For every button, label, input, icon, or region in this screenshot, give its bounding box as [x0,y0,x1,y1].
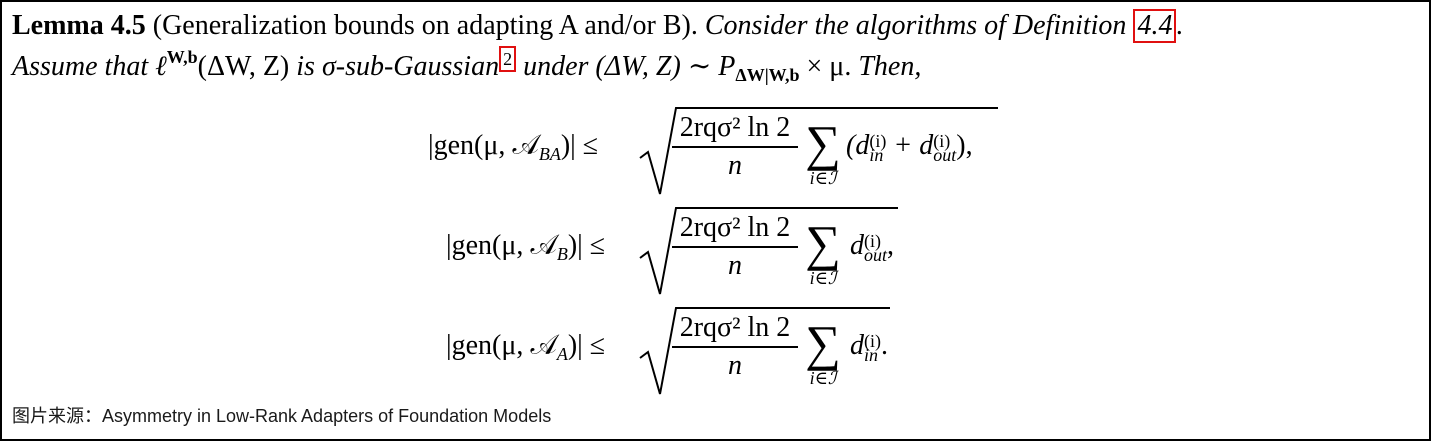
fraction-numerator: 2rqσ² ln 2 [679,212,791,243]
then-text: Then, [858,51,922,82]
eq-fraction: 2rqσ² ln 2 n [672,312,798,382]
eq-term: (d(i)in + d(i)out), [846,130,973,165]
definition-ref[interactable]: 4.4 [1137,10,1173,41]
dist-tail: × μ. [806,51,852,82]
footnote-ref[interactable]: 2 [503,49,513,69]
loss-args: (ΔW, Z) [197,51,290,82]
sum-limit: i∈ℐ [809,168,837,188]
lemma-line-2: Assume that ℓW,b(ΔW, Z) is σ-sub-Gaussia… [12,46,1422,87]
dist-subscript: ΔW|W,b [735,65,800,85]
eq-lhs: |gen(μ, 𝒜BA)| ≤ [428,130,599,164]
eq-fraction: 2rqσ² ln 2 n [672,112,798,182]
dist-symbol: P [718,51,736,82]
lemma-line-1: Lemma 4.5 (Generalization bounds on adap… [12,9,1184,43]
image-source-caption: 图片来源：Asymmetry in Low-Rank Adapters of F… [12,406,552,426]
sub-gaussian-text: is σ-sub-Gaussian [296,51,500,82]
loss-superscript: W,b [166,47,198,67]
fraction-numerator: 2rqσ² ln 2 [679,312,791,343]
assume-text: Assume that [12,51,149,82]
sqrt-symbol [639,307,890,395]
lemma-statement: Lemma 4.5 (Generalization bounds on adap… [12,6,1422,87]
eq-lhs: |gen(μ, 𝒜B)| ≤ [446,230,606,264]
fraction-denominator: n [728,150,742,181]
loss-symbol: ℓ [155,51,167,82]
sqrt-symbol [639,107,998,195]
lemma-label: Lemma 4.5 [12,10,146,41]
sqrt-symbol [639,207,898,295]
equation-a: |gen(μ, 𝒜A)| ≤ 2rqσ² ln 2 n ∑ i∈ℐ d(i)in… [0,300,1431,400]
fraction-denominator: n [728,350,742,381]
sum-limit: i∈ℐ [809,268,837,288]
equation-ba: |gen(μ, 𝒜BA)| ≤ 2rqσ² ln 2 n ∑ i∈ℐ (d(i)… [0,100,1431,200]
eq-term: d(i)in. [850,330,888,365]
eq-lhs: |gen(μ, 𝒜A)| ≤ [446,330,606,364]
summation: ∑ i∈ℐ [800,118,846,188]
lemma-statement-start: Consider the algorithms of Definition [704,10,1127,41]
under-text: under (ΔW, Z) ∼ [523,51,712,82]
lemma-title: (Generalization bounds on adapting A and… [152,10,698,41]
equation-b: |gen(μ, 𝒜B)| ≤ 2rqσ² ln 2 n ∑ i∈ℐ d(i)ou… [0,200,1431,300]
summation: ∑ i∈ℐ [800,318,846,388]
summation: ∑ i∈ℐ [800,218,846,288]
footnote-ref-highlight[interactable]: 2 [499,46,517,72]
sum-limit: i∈ℐ [809,368,837,388]
fraction-bar [672,346,798,348]
eq-term: d(i)out, [850,230,895,265]
equation-block: |gen(μ, 𝒜BA)| ≤ 2rqσ² ln 2 n ∑ i∈ℐ (d(i)… [0,100,1431,400]
eq-fraction: 2rqσ² ln 2 n [672,212,798,282]
fraction-denominator: n [728,250,742,281]
definition-ref-highlight[interactable]: 4.4 [1133,9,1177,43]
fraction-bar [672,146,798,148]
fraction-bar [672,246,798,248]
fraction-numerator: 2rqσ² ln 2 [679,112,791,143]
